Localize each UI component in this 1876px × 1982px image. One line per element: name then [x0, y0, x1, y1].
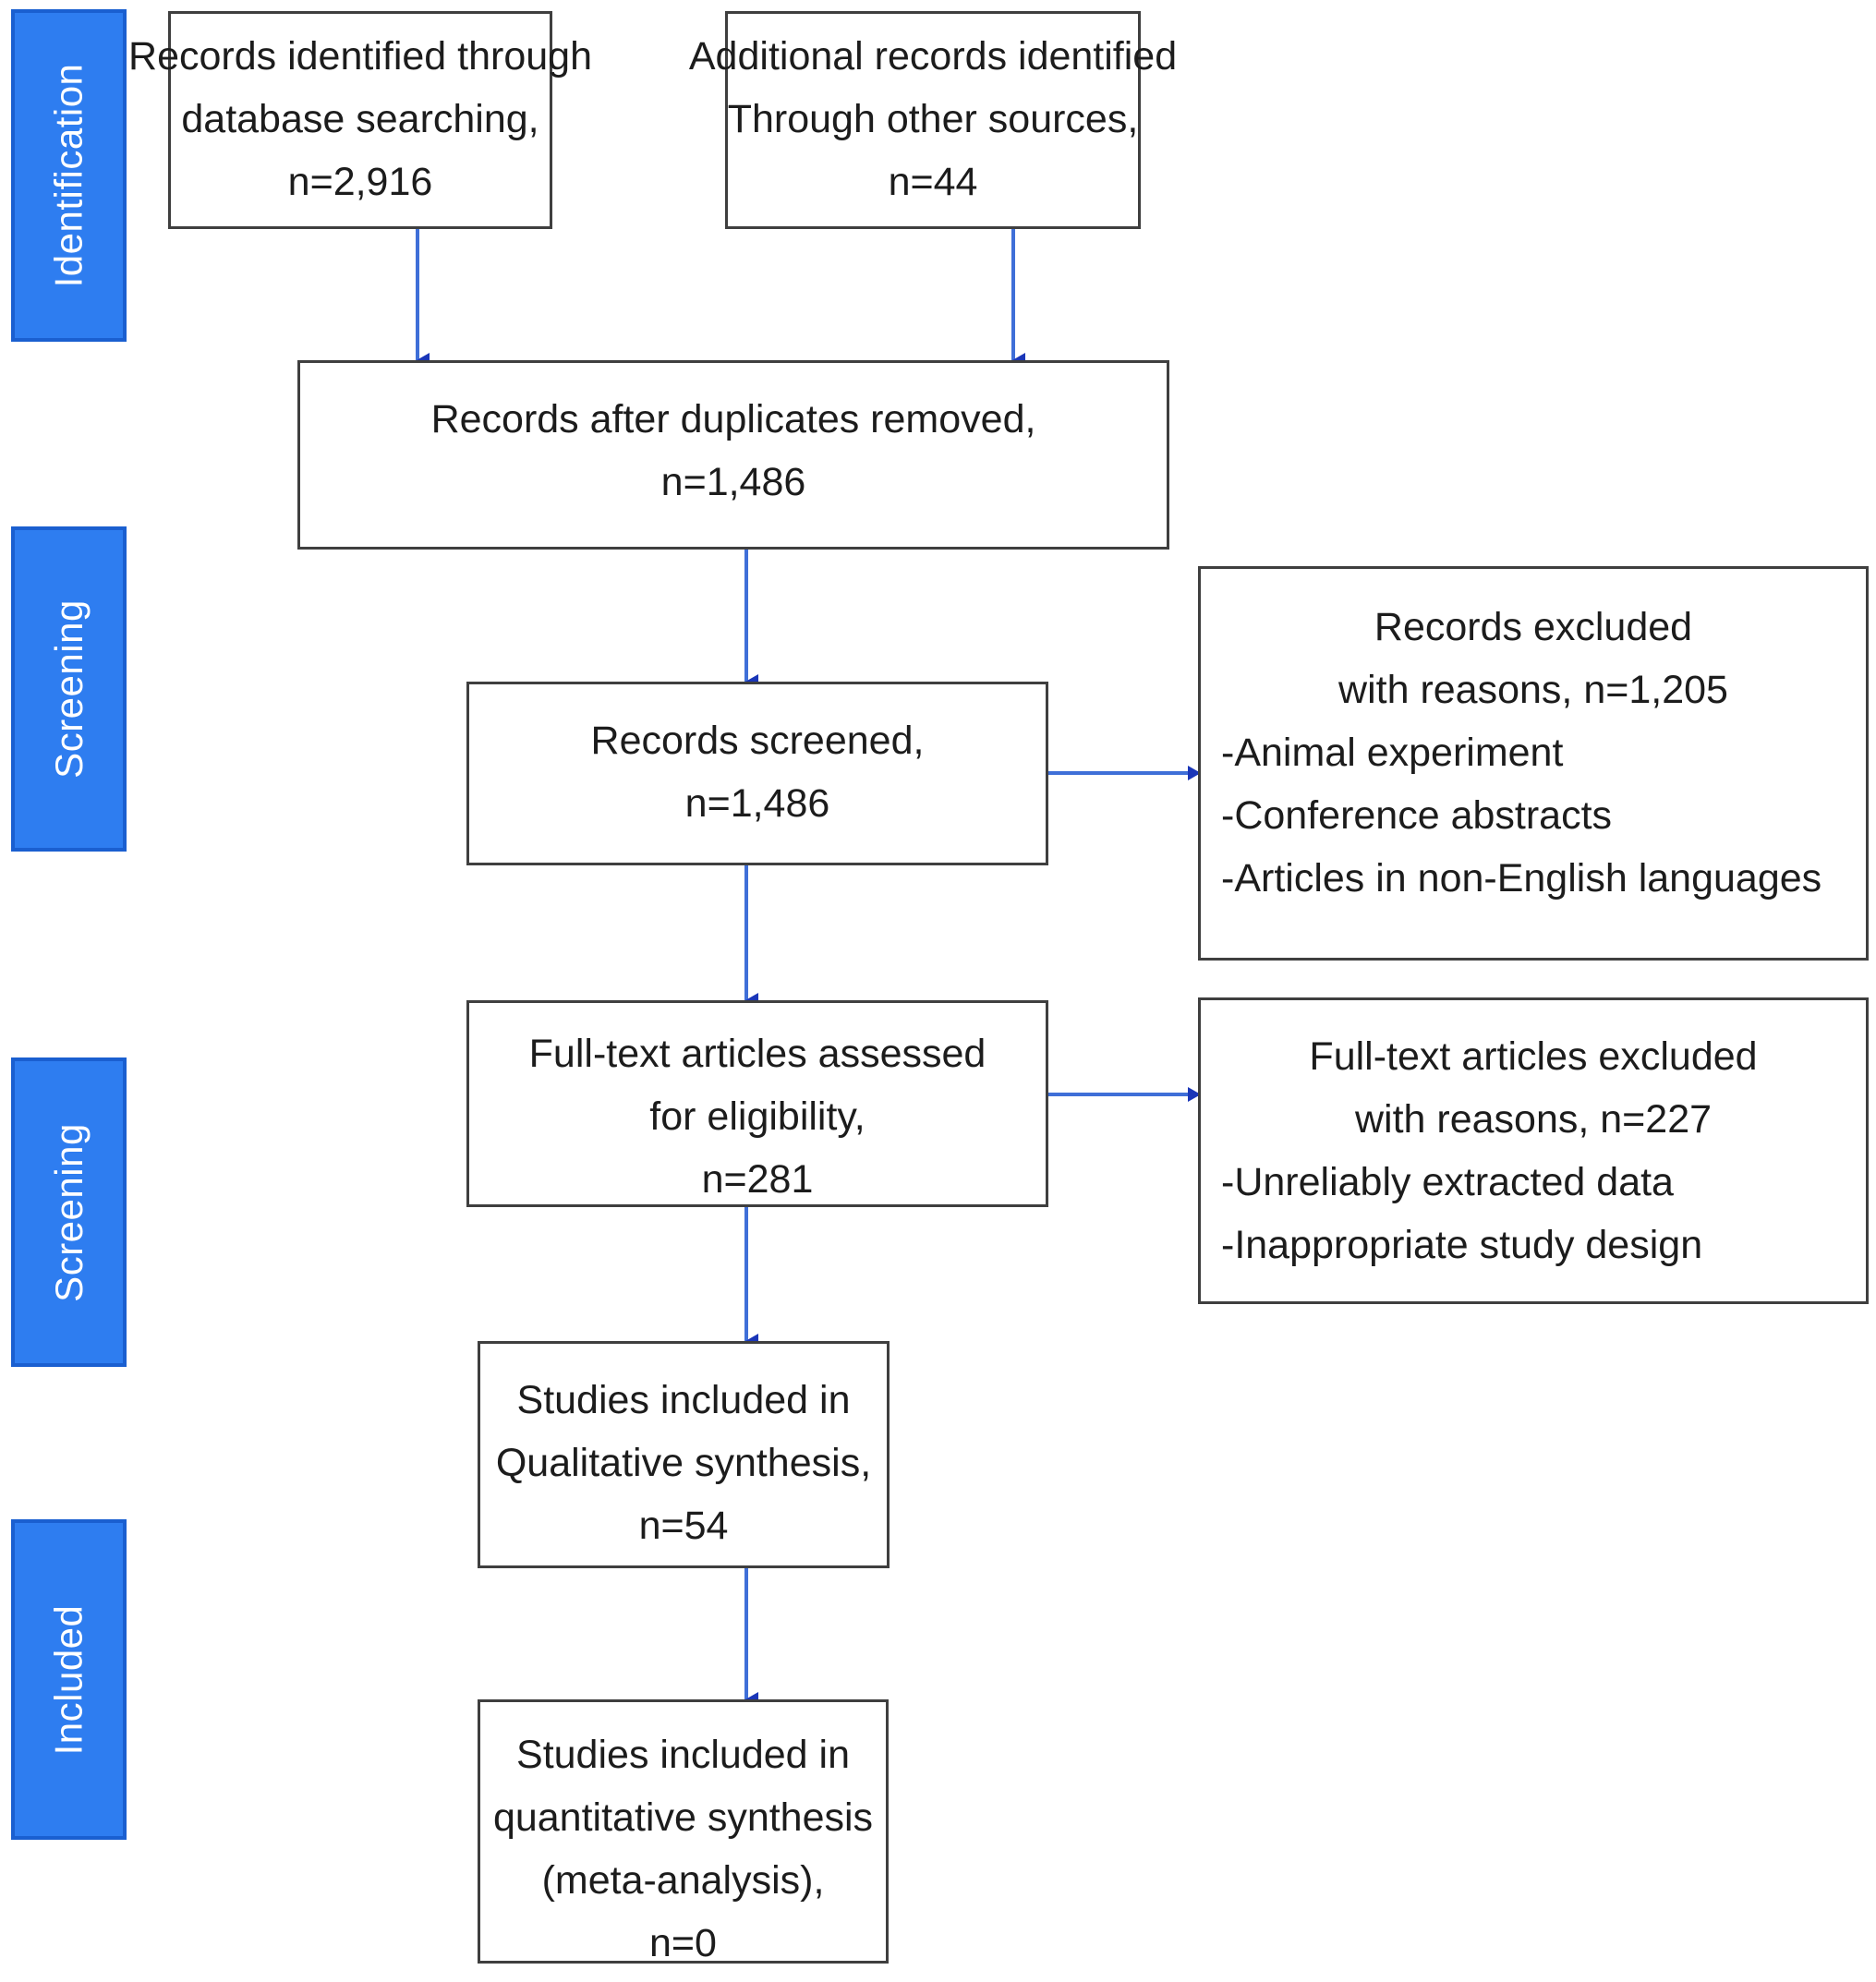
- box-records-screened-line-1: Records screened,: [590, 719, 925, 763]
- box-quantitative-synthesis-line-1: Studies included in: [516, 1733, 850, 1777]
- box-database-search-line-1: Records identified through: [128, 34, 592, 79]
- box-records-screened-count: n=1,486: [684, 780, 830, 826]
- box-database-search: Records identified through database sear…: [128, 11, 592, 229]
- stage-label-included-text: Included: [46, 1604, 91, 1755]
- box-qualitative-synthesis-line-2: Qualitative synthesis,: [495, 1440, 872, 1485]
- box-records-excluded-reason-3: -Articles in non-English languages: [1221, 855, 1822, 900]
- box-qualitative-synthesis: Studies included in Qualitative synthesi…: [478, 1341, 890, 1568]
- box-duplicates-removed-line-1: Records after duplicates removed,: [430, 397, 1036, 441]
- stage-label-screening-2-text: Screening: [46, 1122, 91, 1302]
- box-records-excluded: Records excluded with reasons, n=1,205 -…: [1198, 566, 1869, 961]
- box-other-sources-line-2: Through other sources,: [727, 97, 1139, 142]
- box-records-excluded-count: with reasons, n=1,205: [1338, 667, 1728, 712]
- box-records-screened: Records screened, n=1,486: [466, 682, 1048, 865]
- stage-label-identification-text: Identification: [46, 63, 91, 288]
- box-database-search-line-2: database searching,: [181, 97, 539, 142]
- box-qualitative-synthesis-line-1: Studies included in: [516, 1378, 851, 1422]
- box-quantitative-synthesis-line-3: (meta-analysis),: [541, 1857, 825, 1903]
- stage-label-included: Included: [11, 1519, 127, 1840]
- box-fulltext-assessed-count: n=281: [701, 1156, 814, 1202]
- box-records-excluded-reason-1: -Animal experiment: [1221, 730, 1564, 775]
- box-duplicates-removed: Records after duplicates removed, n=1,48…: [297, 360, 1169, 550]
- box-quantitative-synthesis: Studies included in quantitative synthes…: [478, 1699, 889, 1965]
- box-fulltext-excluded-line-1: Full-text articles excluded: [1309, 1034, 1758, 1079]
- stage-label-screening-1-text: Screening: [46, 599, 91, 779]
- box-records-excluded-line-1: Records excluded: [1374, 605, 1693, 649]
- stage-label-screening-1: Screening: [11, 526, 127, 852]
- box-quantitative-synthesis-count: n=0: [649, 1920, 717, 1965]
- box-quantitative-synthesis-line-2: quantitative synthesis: [492, 1795, 874, 1840]
- box-fulltext-excluded-count: with reasons, n=227: [1354, 1096, 1713, 1142]
- box-fulltext-assessed-line-1: Full-text articles assessed: [528, 1032, 986, 1076]
- box-fulltext-assessed-line-2: for eligibility,: [649, 1094, 865, 1139]
- box-records-excluded-reason-2: -Conference abstracts: [1221, 792, 1613, 838]
- box-fulltext-excluded-reason-1: -Unreliably extracted data: [1221, 1159, 1674, 1204]
- stage-label-identification: Identification: [11, 9, 127, 342]
- box-other-sources: Additional records identified Through ot…: [689, 11, 1177, 229]
- box-other-sources-line-1: Additional records identified: [688, 34, 1178, 79]
- box-other-sources-count: n=44: [888, 159, 978, 204]
- box-fulltext-assessed: Full-text articles assessed for eligibil…: [466, 1000, 1048, 1207]
- box-fulltext-excluded-reason-2: -Inappropriate study design: [1221, 1222, 1703, 1267]
- box-database-search-count: n=2,916: [287, 159, 433, 204]
- box-qualitative-synthesis-count: n=54: [638, 1503, 729, 1548]
- stage-label-screening-2: Screening: [11, 1057, 127, 1367]
- box-fulltext-excluded: Full-text articles excluded with reasons…: [1198, 997, 1869, 1304]
- box-duplicates-removed-count: n=1,486: [660, 459, 806, 504]
